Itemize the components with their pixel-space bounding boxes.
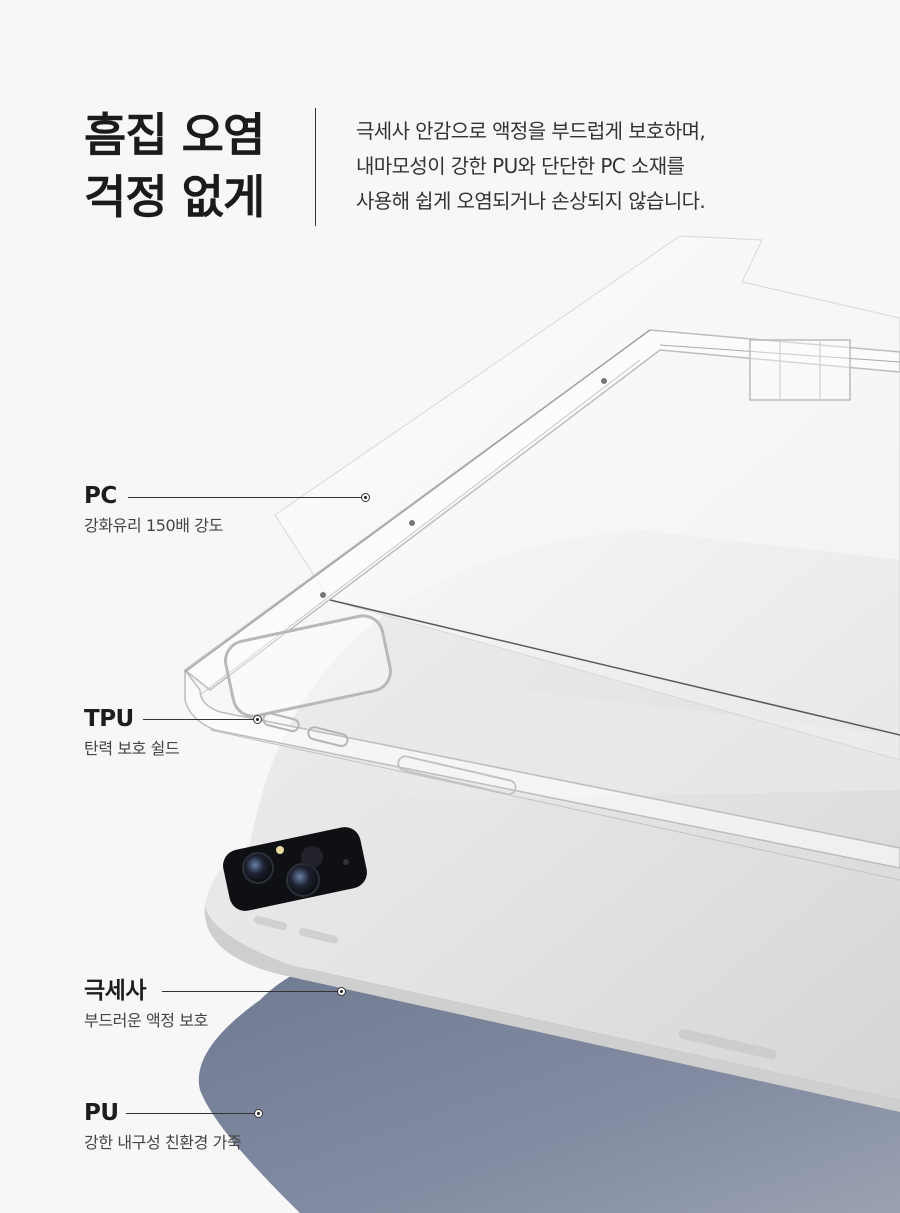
description: 극세사 안감으로 액정을 부드럽게 보호하며, 내마모성이 강한 PU와 단단한… (356, 114, 706, 219)
layer-label-pc: PC 강화유리 150배 강도 (84, 481, 223, 539)
leader-line-tpu (143, 719, 253, 720)
description-line-1: 극세사 안감으로 액정을 부드럽게 보호하며, (356, 119, 706, 143)
leader-dot-microfiber (337, 987, 346, 996)
layer-name: PC (84, 483, 117, 509)
layer-desc: 강화유리 150배 강도 (84, 516, 223, 535)
layer-desc: 강한 내구성 친환경 가죽 (84, 1133, 242, 1152)
layer-label-tpu: TPU 탄력 보호 쉴드 (84, 704, 180, 762)
headline: 흠집 오염 걱정 없게 (84, 104, 265, 228)
headline-divider (315, 108, 316, 226)
layer-label-pu: PU 강한 내구성 친환경 가죽 (84, 1098, 242, 1156)
layer-label-microfiber: 극세사 부드러운 액정 보호 (84, 976, 208, 1034)
headline-line-2: 걱정 없게 (84, 170, 265, 224)
headline-line-1: 흠집 오염 (84, 108, 265, 162)
description-line-2: 내마모성이 강한 PU와 단단한 PC 소재를 (356, 154, 685, 178)
pu-leather-layer (198, 961, 900, 1213)
leader-line-microfiber (162, 991, 337, 992)
leader-dot-pu (254, 1109, 263, 1118)
description-line-3: 사용해 쉽게 오염되거나 손상되지 않습니다. (356, 189, 706, 213)
leader-line-pc (128, 497, 361, 498)
leader-line-pu (126, 1113, 254, 1114)
tablet-camera-module (223, 827, 367, 911)
layer-desc: 부드러운 액정 보호 (84, 1011, 208, 1030)
layer-name: PU (84, 1100, 119, 1126)
layer-desc: 탄력 보호 쉴드 (84, 739, 180, 758)
layer-name: TPU (84, 706, 134, 732)
leader-dot-pc (361, 493, 370, 502)
pc-hard-shell (274, 235, 900, 761)
tpu-bumper-frame (184, 329, 900, 881)
layer-name: 극세사 (84, 978, 146, 1004)
leader-dot-tpu (253, 715, 262, 724)
